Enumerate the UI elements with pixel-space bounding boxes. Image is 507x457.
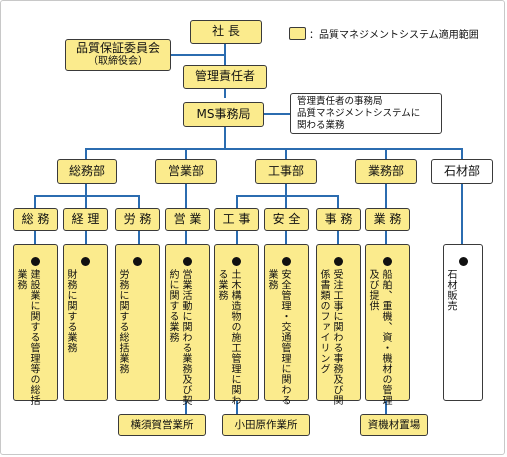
- bullet-dot: [282, 257, 291, 266]
- duty-column-stone: 石材販売: [443, 244, 483, 401]
- section-sales: 営 業: [165, 208, 210, 231]
- section-general: 総 務: [13, 208, 58, 231]
- ms-note-line: 関わる業務: [297, 120, 345, 131]
- section-labor: 労 務: [115, 208, 160, 231]
- duty-column: 安全管理・交通管理に関わる業務: [264, 244, 309, 406]
- legend: ：品質マネジメントシステム適用範囲: [289, 26, 479, 41]
- duty-text: 建設業に関する管理等の総括業務: [15, 269, 39, 406]
- bullet-dot: [383, 257, 392, 266]
- duty-column: 土木構造物の施工管理に関わる業務: [214, 244, 259, 406]
- office-odawara: 小田原作業所: [222, 414, 310, 436]
- duty-column: 受注工事に関わる事務及び関係書類のファイリング: [316, 244, 361, 406]
- bullet-dot: [133, 257, 142, 266]
- dept-sales: 営業部: [155, 159, 217, 184]
- duty-column: 財務に関する業務: [63, 244, 108, 401]
- dept-general-affairs: 総務部: [57, 159, 117, 184]
- section-office: 事 務: [316, 208, 361, 231]
- duty-text: 安全管理・交通管理に関わる業務: [266, 269, 290, 406]
- duty-text: 石材販売: [445, 269, 456, 311]
- ms-note-line: 品質マネジメントシステムに: [297, 108, 421, 119]
- duty-text: 土木構造物の施工管理に関わる業務: [216, 269, 240, 406]
- legend-swatch: [289, 27, 306, 40]
- duty-text: 船舶、重機、資・機材の管理及び提供: [367, 269, 391, 406]
- bullet-dot: [232, 257, 241, 266]
- duty-text: 営業活動に関わる業務及び契約に関する業務: [167, 269, 191, 406]
- office-yokosuka: 横須賀営業所: [118, 414, 206, 436]
- section-construction: 工 事: [214, 208, 259, 231]
- duty-text: 受注工事に関わる事務及び関係書類のファイリング: [318, 269, 342, 406]
- ms-note-line: 管理責任者の事務局: [297, 96, 383, 107]
- bullet-dot: [31, 257, 40, 266]
- duty-text: 労務に関する総括業務: [117, 269, 128, 374]
- bullet-dot: [183, 257, 192, 266]
- dept-construction: 工事部: [255, 159, 317, 184]
- duty-column: 労務に関する総括業務: [115, 244, 160, 401]
- office-materials-yard: 資機材置場: [360, 414, 428, 436]
- dept-stone: 石材部: [431, 159, 493, 184]
- qa-committee-sub: （取締役会）: [88, 56, 148, 68]
- duty-column: 建設業に関する管理等の総括業務: [13, 244, 58, 406]
- dept-operations: 業務部: [355, 159, 417, 184]
- section-accounting: 経 理: [63, 208, 108, 231]
- ms-office-box: MS事務局: [183, 102, 264, 127]
- duty-column: 営業活動に関わる業務及び契約に関する業務: [165, 244, 210, 406]
- bullet-dot: [458, 257, 468, 266]
- qa-committee-box: 品質保証委員会 （取締役会）: [65, 39, 171, 71]
- bullet-dot: [334, 257, 343, 266]
- manager-box: 管理責任者: [183, 65, 267, 89]
- ms-office-note: 管理責任者の事務局 品質マネジメントシステムに 関わる業務: [290, 93, 442, 134]
- duty-column: 船舶、重機、資・機材の管理及び提供: [365, 244, 410, 406]
- president-box: 社 長: [190, 20, 262, 44]
- bullet-dot: [81, 257, 90, 266]
- duty-text: 財務に関する業務: [65, 269, 76, 353]
- section-operations: 業 務: [365, 208, 410, 231]
- legend-text: ：品質マネジメントシステム適用範囲: [309, 30, 479, 41]
- qa-committee-title: 品質保証委員会: [75, 41, 160, 56]
- section-safety: 安 全: [264, 208, 309, 231]
